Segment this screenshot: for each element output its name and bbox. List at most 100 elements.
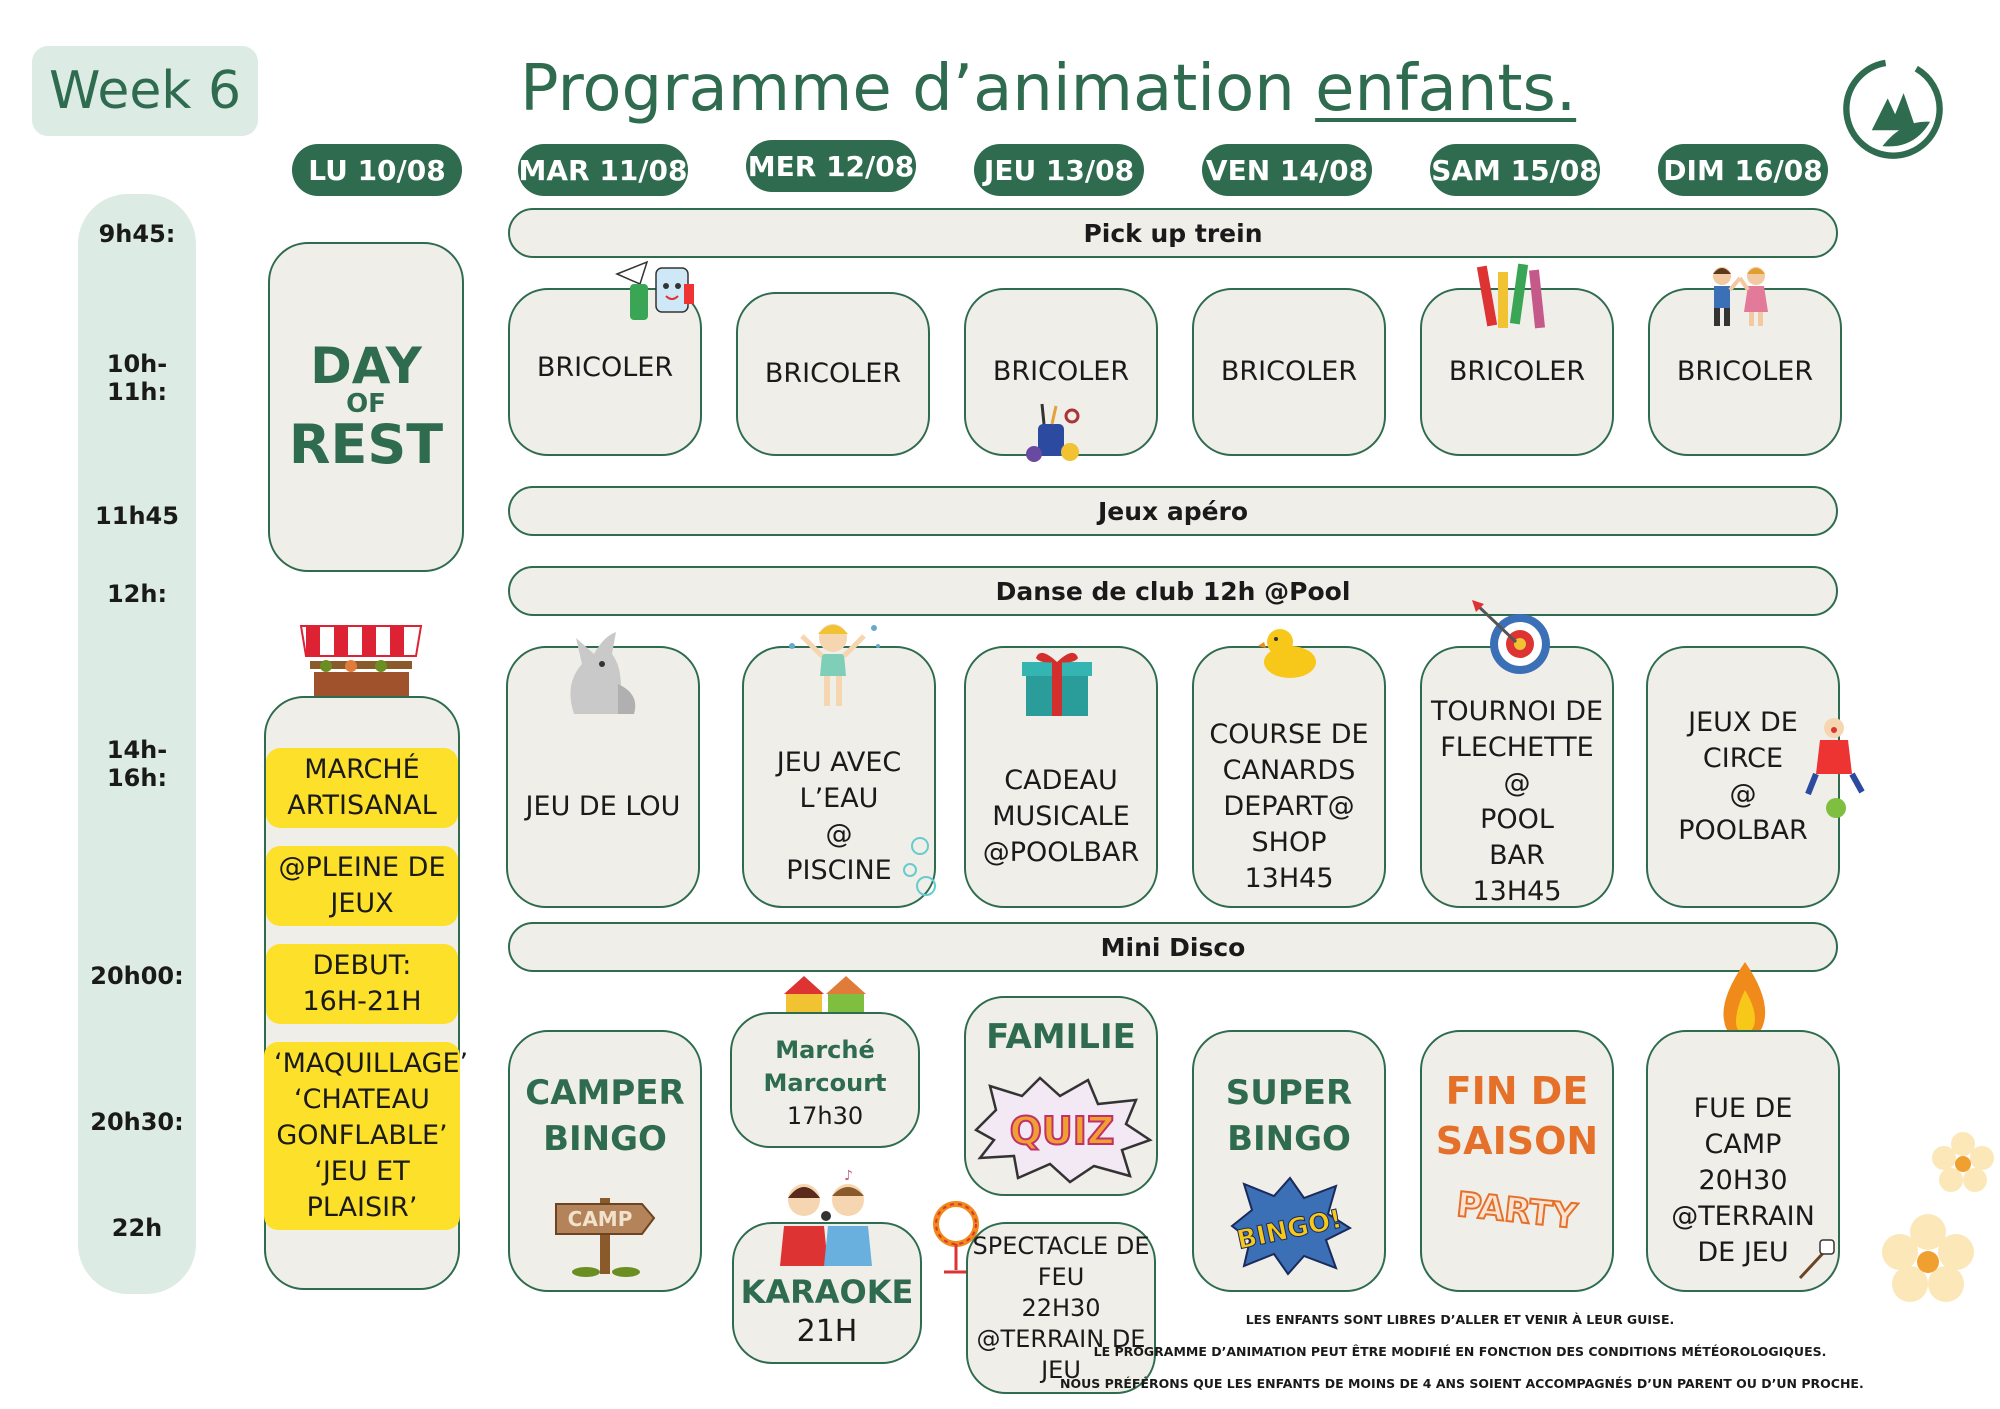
rest-text-top: DAY (310, 337, 422, 395)
day-header-friday: VEN 14/08 (1202, 144, 1372, 196)
market-card: MARCHÉ ARTISANAL @PLEINE DE JEUX DEBUT: … (264, 696, 468, 1290)
camp-sign-text: CAMP (568, 1207, 633, 1231)
bingo-burst-icon: BINGO! (1230, 1176, 1353, 1276)
activity-label: JEU AVEC (776, 747, 902, 778)
day-of-rest-card: DAY OF REST (268, 242, 464, 572)
bricoler-card: BRICOLER (508, 288, 702, 456)
day-header-wednesday: MER 12/08 (746, 140, 916, 192)
activity-title: KARAOKE (740, 1273, 914, 1311)
crafts-icon (615, 260, 694, 320)
activity-label: 22H30 (1021, 1293, 1101, 1322)
marche-marcourt-card: Marché Marcourt 17h30 (730, 1012, 920, 1148)
market-tent-icon (784, 976, 866, 1022)
footnote: LES ENFANTS SONT LIBRES D’ALLER ET VENIR… (1245, 1312, 1675, 1327)
activity-label: SPECTACLE DE (972, 1231, 1150, 1260)
pencils-icon (1476, 263, 1546, 329)
bricoler-card: BRICOLER (1648, 288, 1842, 456)
rest-text-bottom: REST (288, 413, 444, 476)
day-header-sunday: DIM 16/08 (1658, 144, 1828, 196)
footnote: LE PROGRAMME D’ANIMATION PEUT ÊTRE MODIF… (1093, 1344, 1827, 1359)
course-de-canards-card: COURSE DE CANARDS DEPART@ SHOP 13H45 (1192, 646, 1386, 908)
time-label: 9h45: (98, 220, 176, 248)
water-girl-icon (789, 624, 880, 706)
time-label: 10h-11h: (106, 350, 168, 406)
activity-label: BRICOLER (536, 352, 674, 383)
day-header-tuesday: MAR 11/08 (518, 144, 688, 196)
time-label: 12h: (106, 580, 168, 608)
wolf-icon (570, 632, 636, 714)
activity-label: @ (1503, 768, 1531, 799)
activity-title: BINGO (543, 1119, 667, 1159)
activity-label: BRICOLER (1676, 356, 1814, 387)
activity-label: BAR (1489, 840, 1545, 871)
time-label: 14h-16h: (106, 736, 168, 792)
activity-label: JEU (1041, 1355, 1081, 1384)
marshmallow-icon (1798, 1239, 1835, 1280)
activity-label: FLECHETTE (1440, 732, 1594, 763)
activity-label: SHOP (1251, 827, 1327, 858)
activity-label: CAMP (1704, 1129, 1782, 1160)
time-label: 20h00: (90, 962, 184, 990)
logo-icon (1843, 59, 1943, 159)
market-line: ‘MAQUILLAGE’ ‘CHATEAU GONFLABLE’ ‘JEU ET… (264, 1042, 468, 1230)
activity-label: L’EAU (799, 783, 879, 814)
activity-title: SAISON (1435, 1119, 1599, 1163)
activity-time: 17h30 (786, 1101, 864, 1130)
market-line: @PLEINE DE JEUX (266, 846, 458, 926)
spectacle-de-feu-card: SPECTACLE DE FEU 22H30 @TERRAIN DE JEU (966, 1222, 1156, 1394)
activity-title: BINGO (1227, 1119, 1351, 1159)
time-label: 22h (111, 1214, 163, 1242)
activity-label: DE JEU (1697, 1237, 1789, 1268)
sewing-kit-icon (1026, 403, 1080, 462)
rest-text-of: OF (346, 389, 386, 419)
bricoler-card: BRICOLER (1192, 288, 1386, 456)
time-label: 11h45 (95, 502, 179, 530)
pickup-bar: Pick up trein (508, 208, 1838, 258)
flower-icon (1932, 1132, 1994, 1192)
jeu-avec-leau-card: JEU AVEC L’EAU @ PISCINE (742, 646, 936, 908)
day-header-thursday: JEU 13/08 (974, 144, 1144, 196)
activity-label: CANARDS (1222, 755, 1356, 786)
activity-label: JEUX DE (1688, 707, 1798, 738)
activity-label: 13H45 (1244, 863, 1334, 894)
activity-label: COURSE DE (1209, 719, 1369, 750)
familie-quiz-card: FAMILIE QUIZ (964, 996, 1158, 1196)
bricoler-card: BRICOLER (736, 292, 930, 456)
activity-label: BRICOLER (1448, 356, 1586, 387)
quiz-burst-icon: QUIZ (973, 1076, 1153, 1184)
activity-title: Marché (775, 1035, 875, 1064)
activity-label: @POOLBAR (982, 837, 1140, 868)
activity-title: SUPER (1225, 1073, 1353, 1113)
clown-icon (1805, 718, 1865, 818)
activity-time: 21H (796, 1314, 858, 1349)
jeux-de-circe-card: JEUX DE CIRCE @ POOLBAR (1646, 646, 1840, 908)
duck-icon (1258, 629, 1316, 678)
activity-label: BRICOLER (764, 358, 902, 389)
camp-sign-icon: CAMP (555, 1198, 656, 1277)
fire-ring-icon (933, 1201, 979, 1274)
activity-label: 20H30 (1698, 1165, 1788, 1196)
activity-label: JEU DE LOU (525, 791, 681, 822)
activity-label: @ (825, 819, 853, 850)
activity-label: CADEAU (1004, 765, 1118, 796)
activity-label: @ (1729, 779, 1757, 810)
party-icon: PARTY (1454, 1184, 1580, 1238)
bubbles-icon (903, 837, 936, 896)
svg-text:♪: ♪ (844, 1170, 853, 1184)
time-label: 20h30: (90, 1108, 184, 1136)
timeline-bar (78, 194, 196, 1294)
tournoi-de-flechette-card: TOURNOI DE FLECHETTE @ POOL BAR 13H45 (1420, 646, 1614, 908)
activity-label: FEU (1037, 1262, 1085, 1291)
super-bingo-card: SUPER BINGO BINGO! (1192, 1030, 1386, 1292)
activity-label: DEPART@ (1223, 791, 1355, 822)
activity-label: POOLBAR (1678, 815, 1808, 846)
activity-title: FAMILIE (986, 1017, 1136, 1057)
activity-label: FUE DE (1693, 1093, 1793, 1124)
week-badge: Week 6 (32, 46, 258, 136)
flower-icon (1882, 1214, 1974, 1302)
activity-label: 13H45 (1472, 876, 1562, 907)
dartboard-icon (1472, 600, 1550, 674)
day-header-monday: LU 10/08 (292, 144, 462, 196)
quiz-text: QUIZ (1010, 1109, 1115, 1153)
market-line: MARCHÉ ARTISANAL (266, 748, 458, 828)
